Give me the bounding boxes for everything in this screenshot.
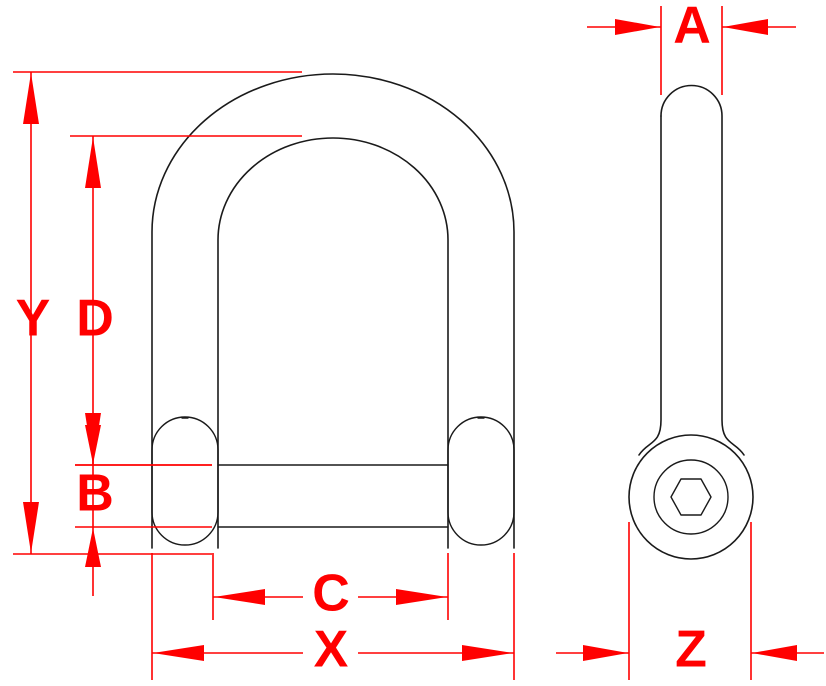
dimension-X-arrow-right [462, 645, 513, 661]
dimension-label-Y: Y [16, 290, 51, 348]
left-eye-outline [151, 416, 219, 546]
pin-head-circle [653, 459, 729, 535]
dimension-label-C: C [312, 565, 350, 623]
dimension-C-arrow-left [214, 589, 265, 605]
dimension-X-arrow-left [153, 645, 204, 661]
front-view [151, 73, 515, 549]
dimension-A-arrow-left [615, 19, 660, 35]
dimension-Z-arrow-left [583, 645, 628, 661]
pin-head-outer-circle [628, 434, 754, 560]
dimension-A: A [587, 0, 796, 95]
side-shank-outline-left [638, 115, 662, 456]
dimension-B-arrow-bottom [85, 528, 101, 567]
inner-bow-outline [217, 137, 449, 549]
dimension-Z-arrow-right [752, 645, 797, 661]
outer-bow-outline [151, 73, 515, 549]
dimension-Y: Y [13, 71, 302, 555]
dimension-D: D [70, 135, 302, 466]
dimension-label-D: D [76, 290, 114, 348]
dimension-D-arrow-top [85, 137, 101, 188]
dimension-label-B: B [76, 465, 114, 523]
dimension-label-A: A [673, 0, 711, 55]
dimension-label-X: X [314, 621, 349, 679]
side-shank-outline [660, 84, 745, 456]
dimension-Y-arrow-top [23, 73, 39, 124]
side-view [628, 84, 754, 560]
dimension-label-Z: Z [675, 621, 707, 679]
dimension-B-arrow-top [85, 425, 101, 464]
dimension-X: X [151, 553, 515, 680]
dimension-Z: Z [556, 522, 824, 680]
dimension-B: B [75, 425, 212, 596]
dimension-C: C [212, 553, 449, 623]
dimension-C-arrow-right [396, 589, 447, 605]
hex-socket-icon [670, 478, 712, 516]
dimension-A-arrow-right [723, 19, 768, 35]
dimension-Y-arrow-bottom [23, 502, 39, 553]
right-eye-outline [447, 416, 515, 546]
